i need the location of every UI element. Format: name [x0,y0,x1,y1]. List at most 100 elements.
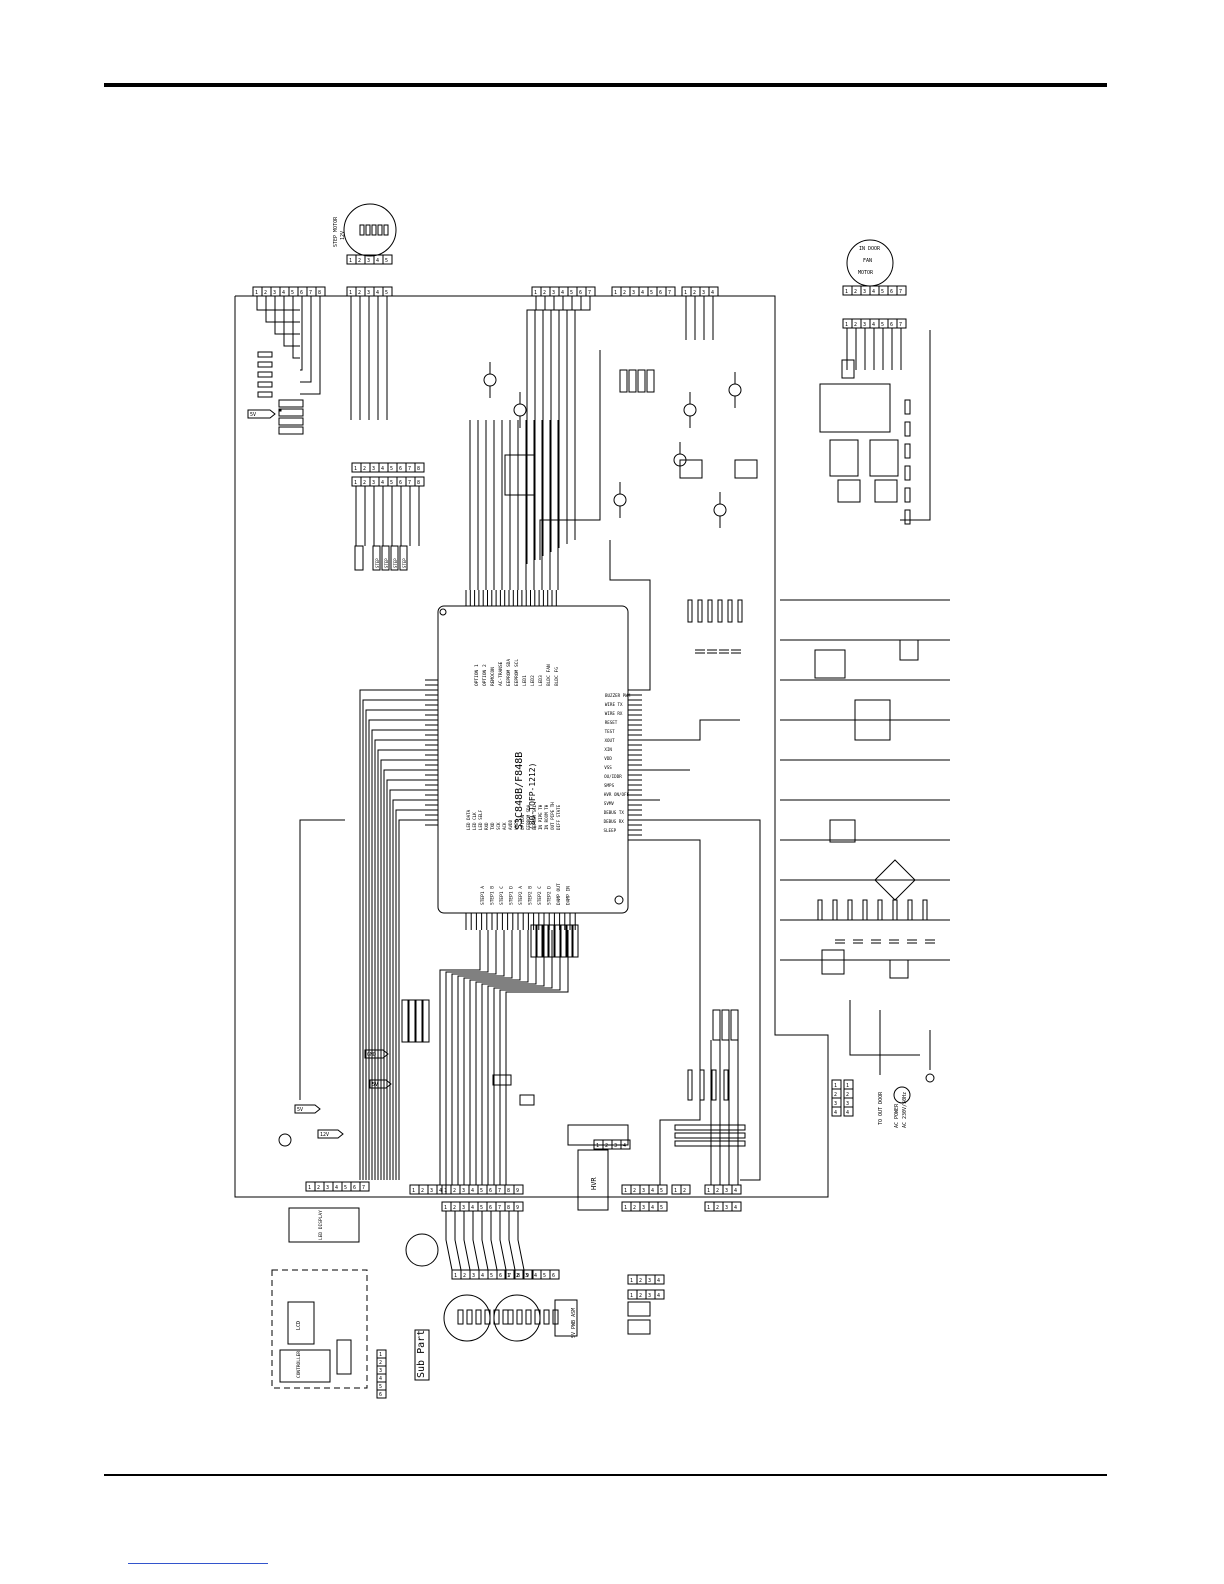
motor-coil-small [525,1309,532,1325]
cn-motor-bottom-a [441,1184,524,1195]
pin-number: 5 [385,258,388,264]
sv-pwb-box [554,1299,578,1337]
left-bus [389,789,425,1180]
mcu-bottom-pin-label: STEP2 A [518,886,524,905]
led-12v-tag [317,1129,344,1139]
pin-number: 3 [642,1188,645,1194]
bottom-5v-tag [369,1079,392,1089]
pin-number: 3 [648,1293,651,1299]
pin-number: 4 [711,290,714,296]
left-bus [395,809,425,1180]
pin-number: 3 [642,1205,645,1211]
cn-debug [681,286,719,297]
pin-number: 2 [264,290,267,296]
step-motor-circle [343,203,397,257]
fan-driver-block [819,383,891,433]
transformer [854,699,891,741]
mcu-bottom-bus [451,930,497,1185]
mcu-right-pin-label: XIN [604,747,612,752]
motor-coil [383,224,389,236]
cn-step-left [409,1184,447,1195]
mcu-right-pin-label: TEST [605,729,616,734]
pin-number: 1 [674,1188,677,1194]
right-mid-resistor [697,599,703,623]
connector-pin [585,286,596,297]
sub-part-label: Sub Part [416,1330,427,1378]
spacer [279,409,282,412]
bottom-step-tag [530,924,537,958]
left-bus [371,729,425,1180]
bottom-step-tag [566,924,573,958]
power-resistor [892,899,898,921]
mains-wire [849,1000,920,1056]
mcu-left-pin-label: OUT PIPE TH [550,802,555,830]
left-bus [392,799,425,1180]
motor-bottom-wire [454,1211,462,1271]
bottom-step-tag [560,924,567,958]
pin-number: 2 [363,466,366,472]
motor-coil [359,224,365,236]
net-5v-tag [247,409,276,419]
driver-ic-pins-top [351,462,425,473]
cn-fan-a [842,285,907,296]
opto-sensor-2 [627,1301,651,1317]
mcu-right-pin-label: XOUT [605,738,616,743]
pin-number: 8 [517,1273,520,1279]
mcu-left-pin-label: AVDD [508,819,513,830]
resistor-array [674,1132,746,1139]
pin-number: 1 [308,1185,311,1191]
pin-number: 2 [358,258,361,264]
step-motor-label: STEP MOTOR [333,216,339,247]
pin-number: 7 [408,480,411,486]
right-mid-resistor [727,599,733,623]
pin-number: 2 [716,1205,719,1211]
motor-coil [371,224,377,236]
pin-number: 4 [335,1185,338,1191]
cn-bottom-d [627,1289,665,1300]
comp-tag [354,545,364,571]
led-transistor [278,1133,292,1147]
mcu-right-pin-label: WIRE RX [605,711,623,716]
pin-number: 2 [379,1360,382,1366]
pin-number: 4 [439,1188,442,1194]
connector-pin [843,1106,854,1117]
mcu-top-pin-label: LED2 [530,675,536,686]
pin-number: 1 [845,289,848,295]
opto-ic [734,459,758,479]
pin-number: 2 [639,1293,642,1299]
fan-motor-label-2: FAN [863,258,872,264]
motor-bottom-wire [508,1211,516,1271]
fan-resistor [904,465,911,481]
led-display-label: LED DISPLAY [318,1210,324,1240]
step-motor-voltage: 12V [340,231,346,240]
pin-number: 2 [846,1092,849,1098]
net-tag-outline [294,1104,321,1114]
option-wire [550,296,564,552]
mcu-top-pin-label: AC-TRANSE [498,661,504,686]
mcu-bottom-pin-label: STEP1 B [490,886,496,905]
pin-number: 3 [367,290,370,296]
pin-number: 4 [381,480,384,486]
pin-number: 5 [650,290,653,296]
ac-source [893,1086,911,1104]
resistor-bank [257,371,273,378]
step-tag [390,545,399,571]
step-tag [399,545,408,571]
pin-number: 4 [734,1188,737,1194]
pin-number: 5 [291,290,294,296]
driver-ic-pins-bottom [351,476,425,487]
opto-sensor [627,1319,651,1335]
connector-pin [831,1106,842,1117]
pin-number: 2 [358,290,361,296]
pin-number: 3 [725,1205,728,1211]
pin-number: 4 [534,1273,537,1279]
pin-number: 1 [349,258,352,264]
sub-connector [376,1349,387,1399]
net-tag-label: GND [367,1052,376,1058]
relay [821,949,845,975]
pin-number: 8 [417,480,420,486]
pin-number: 3 [372,466,375,472]
mcu-left-pin-label: SCK [496,822,501,830]
connector-pin [657,1184,668,1195]
pin-number: 3 [430,1188,433,1194]
